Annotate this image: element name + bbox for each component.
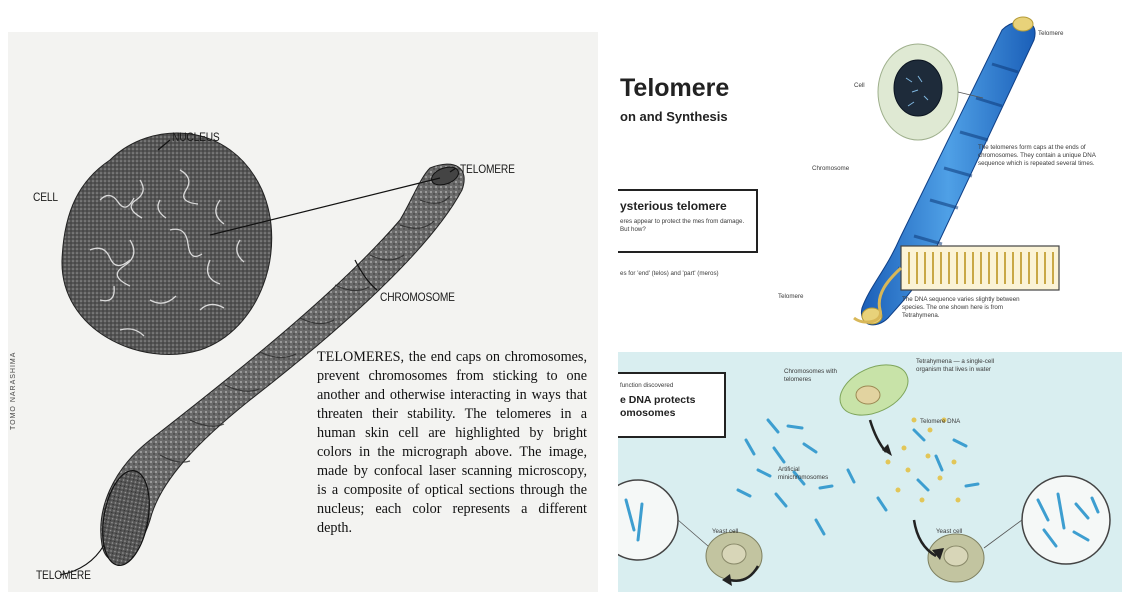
cell-label: Cell (854, 82, 865, 90)
caps-description: The telomeres form caps at the ends of c… (978, 144, 1096, 168)
telomere-cap-top (1013, 17, 1033, 31)
arrow-down (870, 420, 886, 452)
cell-nucleus-dark (894, 60, 942, 116)
chromosomes-with-telomeres-label: Chromosomes with telomeres (784, 368, 846, 384)
artificial-minichromosomes-label: Artificial minichromosomes (778, 466, 834, 482)
discovery-box: function discovered e DNA protects omoso… (618, 372, 726, 438)
discovery-small-text: function discovered (620, 382, 673, 390)
telomere-bottom-label: Telomere (778, 293, 803, 301)
etymology-note: es for 'end' (telos) and 'part' (meros) (620, 270, 719, 278)
textbook-illustration-panel: CELL NUCLEUS TELOMERE CHROMOSOME TELOMER… (0, 0, 600, 592)
telomere-top-label: TELOMERE (460, 162, 515, 176)
discovery-heading: e DNA protects omosomes (620, 394, 724, 420)
yeast-cell-right-label: Yeast cell (936, 528, 962, 536)
cell-nucleus (62, 133, 272, 354)
yeast-cell-left-label: Yeast cell (712, 528, 738, 536)
mysterious-telomere-text: eres appear to protect the mes from dama… (620, 218, 752, 234)
chromosome-label: CHROMOSOME (380, 290, 455, 304)
telomere-dna-dots (886, 418, 961, 503)
infographic-title: Telomere (620, 74, 729, 103)
telomere-top-label: Telomere (1038, 30, 1063, 38)
illustrator-credit: TOMO NARASHIMA (10, 352, 17, 430)
dna-description: The DNA sequence varies slightly between… (902, 296, 1038, 320)
chromosome-label: Chromosome (812, 165, 849, 173)
nucleus-label: NUCLEUS (172, 130, 220, 144)
telomere-infographic-panel: Telomere on and Synthesis Telomere Cell … (618, 0, 1122, 592)
tetrahymena-label: Tetrahymena — a single-cell organism tha… (916, 358, 998, 374)
figure-caption: TELOMERES, the end caps on chromosomes, … (317, 348, 587, 538)
magnified-view-left (618, 480, 678, 560)
telomere-bottom-label: TELOMERE (36, 568, 91, 582)
magnified-view-right (1022, 476, 1110, 564)
cell-label: CELL (33, 190, 58, 204)
infographic-subtitle: on and Synthesis (620, 109, 728, 124)
tetrahymena-nucleus (856, 386, 880, 404)
mysterious-telomere-heading: ysterious telomere (620, 199, 727, 213)
mysterious-telomere-box: ysterious telomere eres appear to protec… (618, 189, 758, 253)
telomere-dna-label: Telomere DNA (920, 418, 960, 426)
